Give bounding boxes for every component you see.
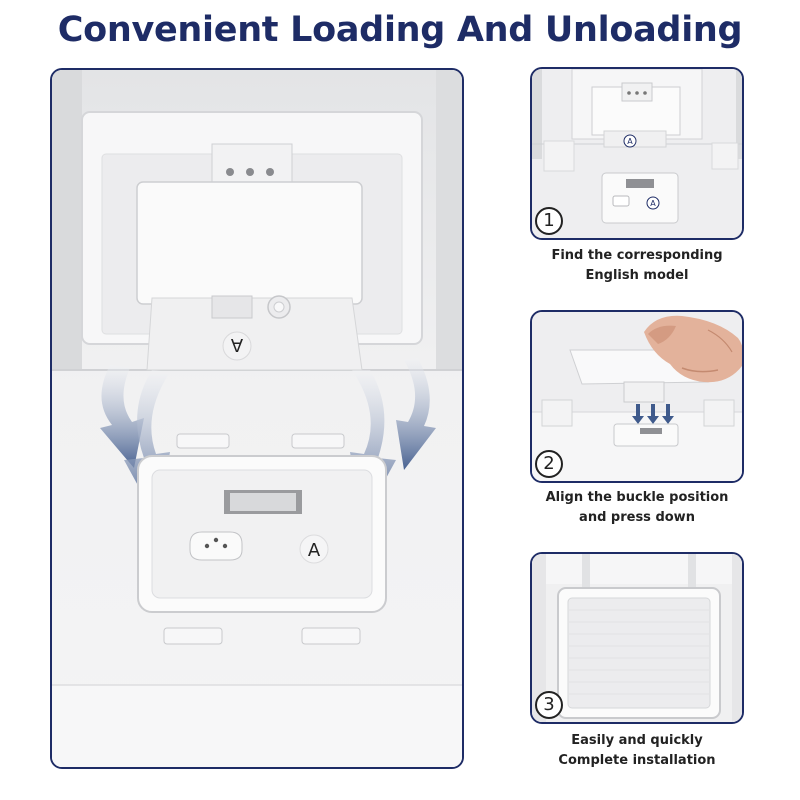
- page-title: Convenient Loading And Unloading: [57, 10, 743, 50]
- step-1-cavity-marker-label: A: [650, 199, 656, 208]
- step-2-caption-line-2: and press down: [579, 510, 695, 525]
- step-1-illustration: A A: [532, 69, 742, 238]
- main-photo-illustration: A A: [52, 70, 462, 767]
- step-3-caption-line-2: Complete installation: [558, 753, 716, 768]
- lid-marker-label: A: [230, 334, 243, 355]
- step-3-number-badge: 3: [535, 691, 563, 719]
- step-3-illustration: [532, 554, 742, 722]
- step-1-lid-marker-label: A: [627, 137, 633, 146]
- step-3-caption-line-1: Easily and quickly: [571, 733, 703, 748]
- cavity-marker-label: A: [308, 540, 321, 561]
- step-1-caption-line-2: English model: [585, 268, 689, 283]
- step-1-caption-line-1: Find the corresponding: [551, 248, 723, 263]
- main-photo-panel: A A: [50, 68, 464, 769]
- step-2-photo-panel: 2: [530, 310, 744, 483]
- step-2-caption-line-1: Align the buckle position: [545, 490, 729, 505]
- step-2-illustration: [532, 312, 742, 481]
- step-1-photo-panel: A A 1: [530, 67, 744, 240]
- step-1-number-badge: 1: [535, 207, 563, 235]
- step-2-number-badge: 2: [535, 450, 563, 478]
- step-1-caption: Find the corresponding English model: [530, 246, 744, 286]
- step-2-caption: Align the buckle position and press down: [530, 488, 744, 528]
- step-3-photo-panel: 3: [530, 552, 744, 724]
- step-3-caption: Easily and quickly Complete installation: [530, 731, 744, 771]
